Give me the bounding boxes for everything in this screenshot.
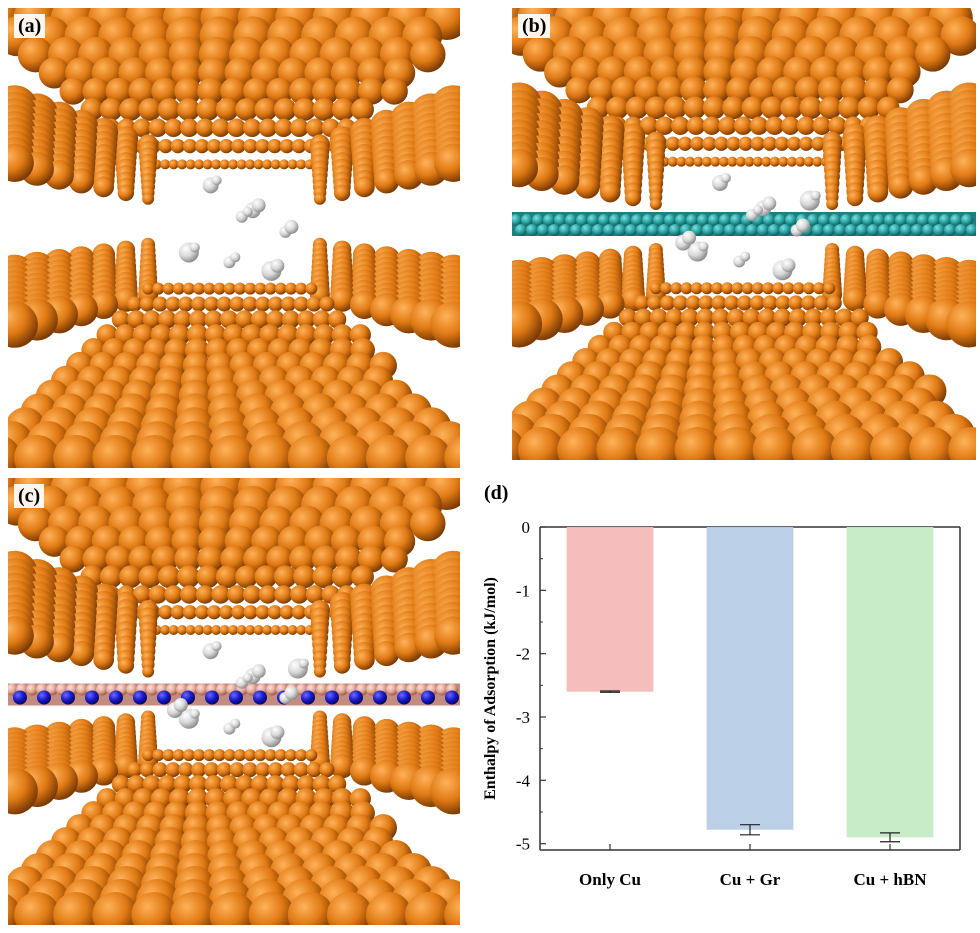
simulation-panel-c: (c)	[8, 478, 460, 925]
simulation-panel-a: (a)	[8, 8, 460, 468]
x-tick-label: Only Cu	[579, 870, 641, 889]
copper-graphene-slit-scene	[512, 8, 976, 460]
y-tick-label: -4	[516, 771, 531, 790]
atom-group	[8, 8, 460, 468]
y-axis-title: Enthalpy of Adsorption (kJ/mol)	[482, 577, 499, 800]
panel-label-d: (d)	[484, 482, 509, 504]
y-tick-label: -3	[516, 708, 530, 727]
bar	[846, 527, 934, 838]
panel-label-a: (a)	[14, 14, 46, 38]
panel-label-b: (b)	[518, 14, 551, 38]
y-tick-label: -1	[516, 581, 530, 600]
y-tick-label: -5	[516, 835, 530, 854]
simulation-panel-b: (b)	[512, 8, 976, 460]
atom-group	[512, 8, 976, 460]
x-tick-label: Cu + hBN	[854, 870, 928, 889]
y-tick-label: -2	[516, 645, 530, 664]
bar	[566, 527, 654, 692]
x-tick-label: Cu + Gr	[720, 870, 781, 889]
y-tick-label: 0	[522, 518, 531, 537]
bar	[706, 527, 794, 830]
copper-hbn-slit-scene	[8, 478, 460, 925]
panel-label-c: (c)	[14, 484, 45, 508]
atom-group	[8, 478, 460, 925]
copper-slit-scene	[8, 8, 460, 468]
